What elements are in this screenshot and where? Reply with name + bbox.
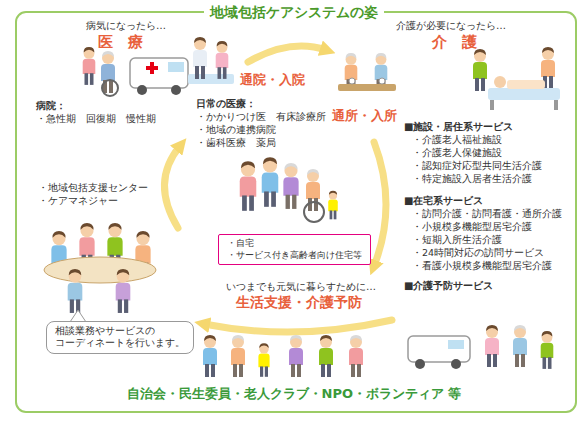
illustration-part <box>130 58 188 88</box>
section-heading: 病院： <box>36 100 66 112</box>
illustration-part <box>473 49 487 91</box>
illustration-part <box>319 335 333 377</box>
section-heading: 日常の医療： <box>196 98 256 110</box>
illustration-part <box>168 62 184 72</box>
diagram-title: 地域包括ケアシステムの姿 <box>204 4 384 21</box>
illustration-part <box>203 335 217 377</box>
box-text: ・自宅 <box>227 238 362 250</box>
section-heading: 自治会・民生委員・老人クラブ・NPO・ボランティア 等 <box>127 386 462 402</box>
section-heading: 介 護 <box>432 33 477 51</box>
illustration-part <box>379 78 385 84</box>
text-label: ・認知症対応型共同生活介護 <box>412 160 542 171</box>
text-label: ・地域包括支援センター <box>38 182 148 193</box>
community-figure <box>203 325 553 377</box>
illustration-part <box>171 85 181 95</box>
section-heading: 通所・入所 <box>332 108 397 124</box>
text-label: 介護が必要になったら… <box>396 20 506 32</box>
illustration-part <box>102 80 118 96</box>
illustration-part <box>485 325 499 367</box>
illustration-part <box>216 41 229 79</box>
illustration-part <box>304 202 324 222</box>
box-text: ・サービス付き高齢者向け住宅等 <box>227 250 362 262</box>
text-label: 病気になったら… <box>86 20 166 32</box>
illustration-part <box>262 157 279 207</box>
text-label: ・急性期 回復期 慢性期 <box>36 113 156 124</box>
illustration-part <box>554 100 558 110</box>
illustration-part <box>258 343 269 377</box>
section-heading: ■介護予防サービス <box>404 280 493 292</box>
residence-box: ・自宅・サービス付き高齢者向け住宅等 <box>218 234 371 265</box>
illustration-part <box>248 46 326 62</box>
text-label: ・ケアマネジャー <box>38 195 118 206</box>
text-label: ・特定施設入居者生活介護 <box>412 173 532 184</box>
illustration-part <box>541 331 554 369</box>
section-heading: 通院・入院 <box>240 72 305 88</box>
illustration-part <box>150 62 154 74</box>
illustration-part <box>490 100 494 110</box>
illustration-part <box>231 335 245 377</box>
illustration-part <box>83 47 96 85</box>
text-label: いつまでも元気に暮らすために… <box>226 281 376 293</box>
outer-frame <box>16 12 576 412</box>
illustration-part <box>408 336 470 362</box>
section-heading: 医 療 <box>98 33 143 51</box>
text-label: ・24時間対応の訪問サービス <box>412 247 544 258</box>
illustration-part <box>451 359 461 369</box>
text-label: ・小規模多機能型居宅介護 <box>412 221 532 232</box>
meeting-figure <box>44 223 156 313</box>
illustration-part <box>328 191 338 220</box>
illustration-part <box>204 320 392 332</box>
illustration-part <box>137 85 147 95</box>
text-label: ・歯科医療 薬局 <box>196 137 276 148</box>
text-label: ・かかりつけ医 有床診療所 <box>196 111 326 122</box>
illustration-part <box>488 88 560 100</box>
illustration-part <box>349 78 355 84</box>
illustration-part <box>68 269 83 313</box>
illustration-part <box>283 163 298 209</box>
box-text: 相談業務やサービスの コーディネートを行います。 <box>55 325 185 350</box>
doctor-figure <box>188 37 234 84</box>
illustration-part <box>240 161 257 211</box>
section-heading: ■施設・居住系サービス <box>404 121 513 133</box>
family-figure <box>240 157 338 222</box>
illustration-part <box>289 335 303 377</box>
section-heading: ■在宅系サービス <box>404 195 483 207</box>
day-service-figure <box>338 53 396 91</box>
text-label: ・介護老人福祉施設 <box>412 134 502 145</box>
ambulance-figure <box>83 47 188 96</box>
illustration-part <box>507 80 545 89</box>
text-label: ・訪問介護・訪問看護・通所介護 <box>412 208 562 219</box>
section-heading: 生活支援・介護予防 <box>236 294 362 311</box>
illustration-part <box>448 340 464 349</box>
illustration-part <box>164 146 180 228</box>
text-label: ・看護小規模多機能型居宅介護 <box>412 260 552 271</box>
text-label: ・短期入所生活介護 <box>412 234 502 245</box>
illustration-part <box>494 76 506 88</box>
text-label: ・介護老人保健施設 <box>412 147 502 158</box>
illustration-part <box>44 257 156 283</box>
illustration-part <box>188 74 234 84</box>
illustration-part <box>374 142 386 266</box>
care-figure <box>473 47 560 110</box>
illustration-part <box>193 37 207 79</box>
text-label: ・地域の連携病院 <box>196 124 276 135</box>
illustration-part <box>349 335 363 377</box>
illustration-part <box>513 325 527 367</box>
speech-bubble: 相談業務やサービスの コーディネートを行います。 <box>46 321 194 354</box>
illustration-part <box>415 359 425 369</box>
illustration-part <box>116 269 131 313</box>
illustration-part <box>338 84 396 91</box>
